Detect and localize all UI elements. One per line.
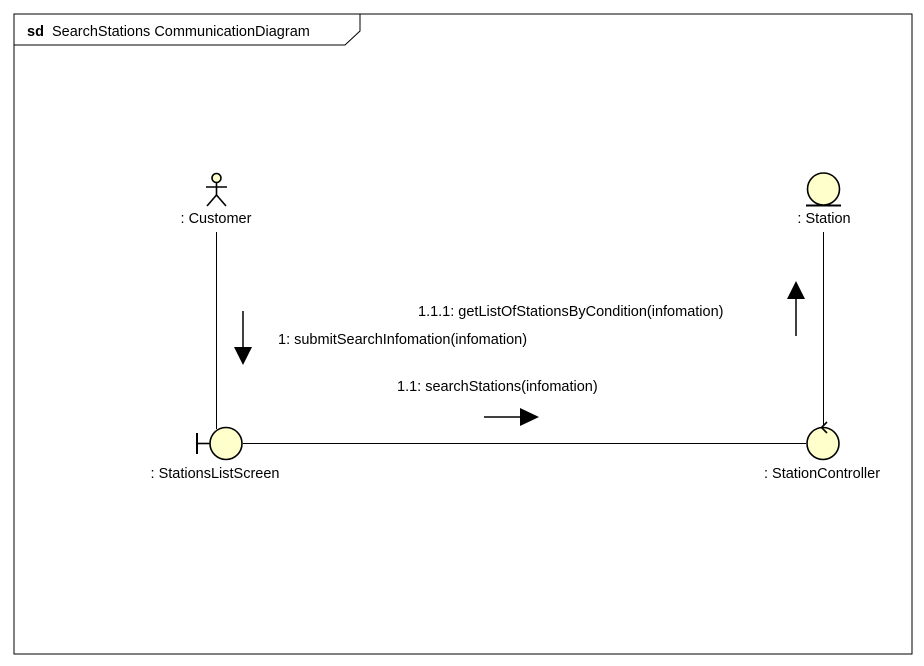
- frame-keyword: sd: [27, 24, 44, 40]
- boundary-icon: [196, 426, 243, 461]
- message-1: 1: submitSearchInfomation(infomation): [234, 311, 527, 365]
- diagram-frame: [13, 13, 913, 655]
- message-1-1-1: 1.1.1: getListOfStationsByCondition(info…: [418, 281, 805, 336]
- message-1-1: 1.1: searchStations(infomation): [397, 379, 598, 426]
- actor-icon: [206, 172, 227, 207]
- message-1-label: 1: submitSearchInfomation(infomation): [278, 332, 527, 348]
- customer-actor[interactable]: : Customer: [181, 172, 252, 228]
- station-controller-label: : StationController: [764, 466, 880, 482]
- stations-list-screen-label: : StationsListScreen: [151, 466, 280, 482]
- station-controller-control[interactable]: : StationController: [764, 421, 880, 482]
- message-1-arrow-head: [234, 347, 252, 365]
- frame-title-text: SearchStations CommunicationDiagram: [52, 24, 310, 40]
- entity-icon: [806, 172, 841, 207]
- message-1-1-arrow-head: [520, 408, 539, 426]
- station-label: : Station: [797, 211, 850, 227]
- frame-title: sd SearchStations CommunicationDiagram: [27, 24, 310, 40]
- station-entity[interactable]: : Station: [797, 172, 851, 227]
- control-icon: [806, 421, 840, 461]
- customer-label: : Customer: [181, 211, 252, 227]
- message-1-1-1-label: 1.1.1: getListOfStationsByCondition(info…: [418, 304, 723, 320]
- stations-list-screen-boundary[interactable]: : StationsListScreen: [151, 426, 280, 483]
- message-1-1-label: 1.1: searchStations(infomation): [397, 379, 598, 395]
- message-1-1-1-arrow-head: [787, 281, 805, 299]
- frame-title-tab: [14, 14, 361, 46]
